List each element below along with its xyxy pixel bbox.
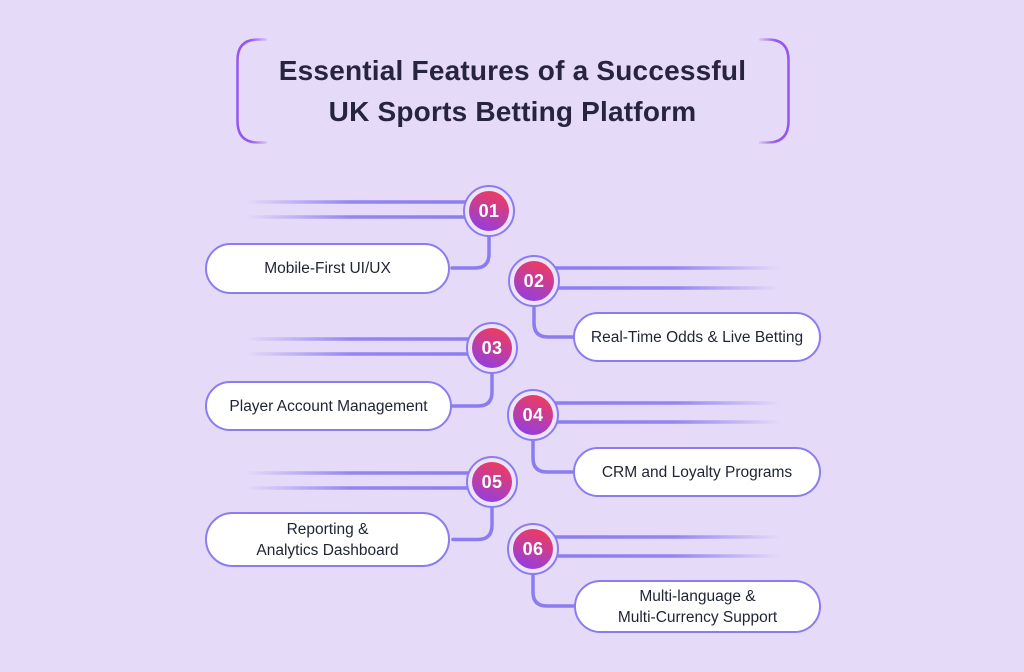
step-badge-03: 03 (472, 328, 512, 368)
step-circle-06: 06 (507, 523, 559, 575)
feature-pill-crm-loyalty-programs: CRM and Loyalty Programs (573, 447, 821, 497)
feature-pill-player-account-management: Player Account Management (205, 381, 452, 431)
step-badge-01: 01 (469, 191, 509, 231)
connector-elbow (451, 491, 494, 542)
title-line-2: UK Sports Betting Platform (328, 96, 697, 127)
step-number-05: 05 (481, 471, 503, 492)
step-number-01: 01 (478, 200, 500, 221)
step-circle-02: 02 (508, 255, 560, 307)
step-number-04: 04 (522, 404, 544, 425)
step-circle-03: 03 (466, 322, 518, 374)
step-circle-04: 04 (507, 389, 559, 441)
feature-pill-real-time-odds-live-betting: Real-Time Odds & Live Betting (573, 312, 821, 362)
title-line-1: Essential Features of a Successful (278, 55, 747, 86)
step-number-06: 06 (522, 538, 544, 559)
step-badge-02: 02 (514, 261, 554, 301)
step-badge-05: 05 (472, 462, 512, 502)
step-circle-01: 01 (463, 185, 515, 237)
connector-elbow (531, 424, 576, 474)
step-badge-06: 06 (513, 529, 553, 569)
step-badge-04: 04 (513, 395, 553, 435)
connector-elbow (451, 357, 494, 408)
title-bracket-left (236, 38, 268, 144)
connector-elbow (531, 558, 578, 608)
feature-pill-multi-language-multi-currency: Multi-language & Multi-Currency Support (574, 580, 821, 633)
feature-pill-reporting-analytics-dashboard: Reporting & Analytics Dashboard (205, 512, 450, 567)
feature-pill-mobile-first-ui-ux: Mobile-First UI/UX (205, 243, 450, 294)
step-number-03: 03 (481, 337, 503, 358)
step-circle-05: 05 (466, 456, 518, 508)
connector-elbow (450, 220, 491, 270)
connector-elbow (532, 290, 576, 339)
title-bracket-right (758, 38, 790, 144)
infographic-title: Essential Features of a Successful UK Sp… (240, 42, 785, 140)
step-number-02: 02 (523, 270, 545, 291)
